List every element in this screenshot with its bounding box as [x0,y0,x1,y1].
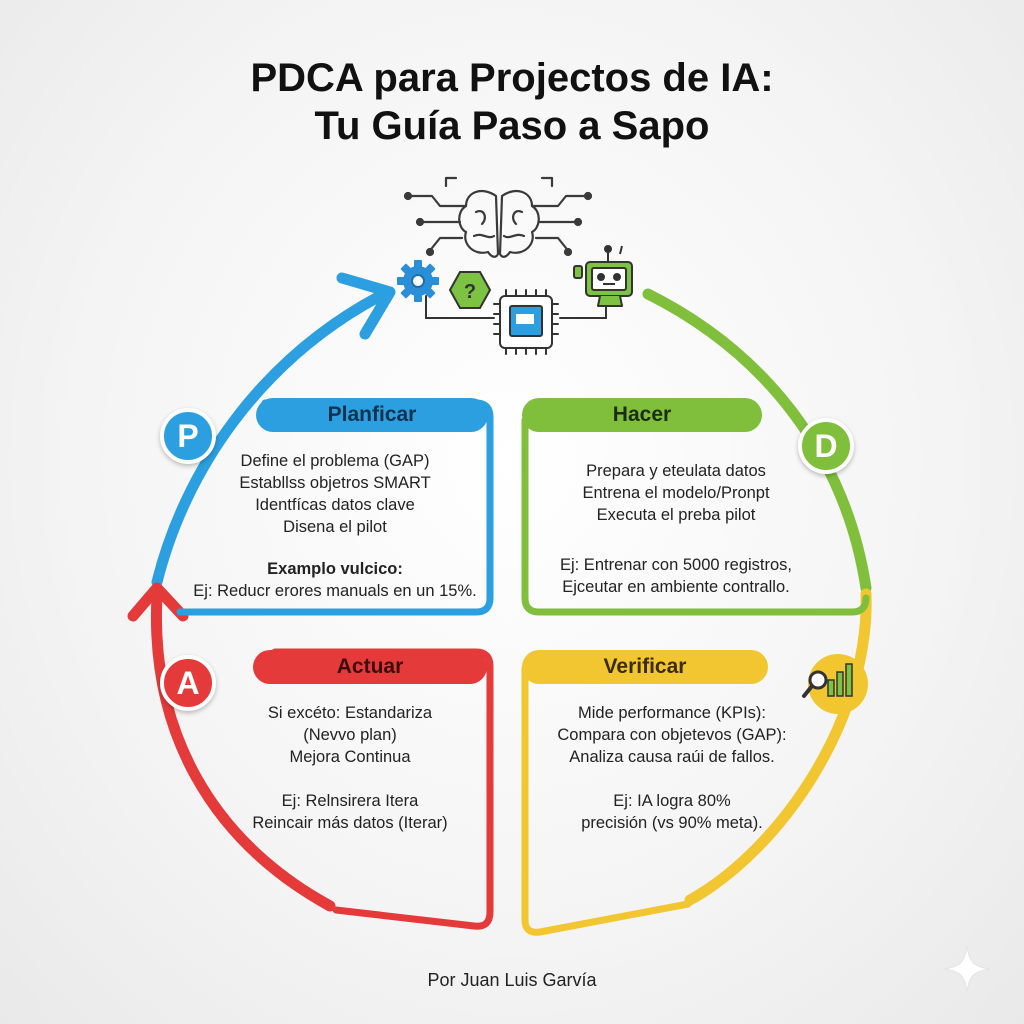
spacer [180,538,490,558]
do-content: Prepara y eteulata datos Entrena el mode… [528,460,824,598]
act-arrowhead [127,582,189,622]
do-header: Hacer [522,398,762,432]
chip-icon [425,289,607,355]
plan-badge: P [160,408,216,464]
do-line: Executa el preba pilot [596,506,756,524]
plan-line: Establlss objetros SMART [239,474,431,492]
robot-monitor-icon [573,245,633,307]
check-line: Mide performance (KPIs): [578,704,766,722]
gear-icon [397,260,439,302]
plan-example: Ej: Reducr erores manuals en un 15%. [193,582,477,600]
check-line: Compara con objetevos (GAP): [557,726,787,744]
act-cycle-arc [150,590,336,912]
sparkle-icon [943,945,991,993]
act-line: Mejora Continua [289,748,411,766]
author-credit: Por Juan Luis Garvía [427,970,597,990]
act-example-line: Reincair más datos (Iterar) [252,814,448,832]
plan-arrowhead [336,272,396,340]
act-box-border [271,648,494,930]
plan-content: Define el problema (GAP) Establlss objet… [180,450,490,602]
svg-text:?: ? [464,281,476,303]
page-title-line-2: Tu Guía Paso a Sapo [314,104,710,148]
brain-circuit-icon [403,176,593,258]
do-line: Entrena el modelo/Pronpt [582,484,770,502]
do-example-line: Ejceutar en ambiente contrallo. [562,578,790,596]
act-header: Actuar [253,650,487,684]
check-example-line: precisión (vs 90% meta). [581,814,763,832]
check-box-border [521,664,692,936]
plan-line: Define el problema (GAP) [240,452,430,470]
check-line: Analiza causa raúi de fallos. [569,748,775,766]
check-example-line: Ej: IA logra 80% [613,792,731,810]
check-content: Mide performance (KPIs): Compara con obj… [522,702,822,834]
act-example-line: Ej: Relnsirera Itera [281,792,419,810]
act-line: Si excéto: Estandariza [267,704,433,722]
do-line: Prepara y eteulata datos [586,462,766,480]
do-example-line: Ej: Entrenar con 5000 registros, [559,556,793,574]
page-title-line-1: PDCA para Projectos de IA: [250,56,774,100]
act-line: (Nevvo plan) [303,726,397,744]
spacer [528,526,824,554]
do-badge: D [798,418,854,474]
question-hex-icon: ? [448,271,492,309]
plan-header: Planficar [256,398,488,432]
do-box-border [521,416,870,616]
act-badge: A [160,655,216,711]
plan-cycle-arc [151,290,386,588]
check-header: Verificar [522,650,768,684]
spacer [522,768,822,790]
do-cycle-arc [642,288,872,594]
plan-example-title: Examplo vulcico: [267,560,403,578]
plan-line: Disena el pilot [283,518,387,536]
magnifier-chart-icon [802,654,868,714]
spacer [200,768,500,790]
plan-line: Identfícas datos clave [255,496,415,514]
act-content: Si excéto: Estandariza (Nevvo plan) Mejo… [200,702,500,834]
check-cycle-arc [684,588,872,906]
